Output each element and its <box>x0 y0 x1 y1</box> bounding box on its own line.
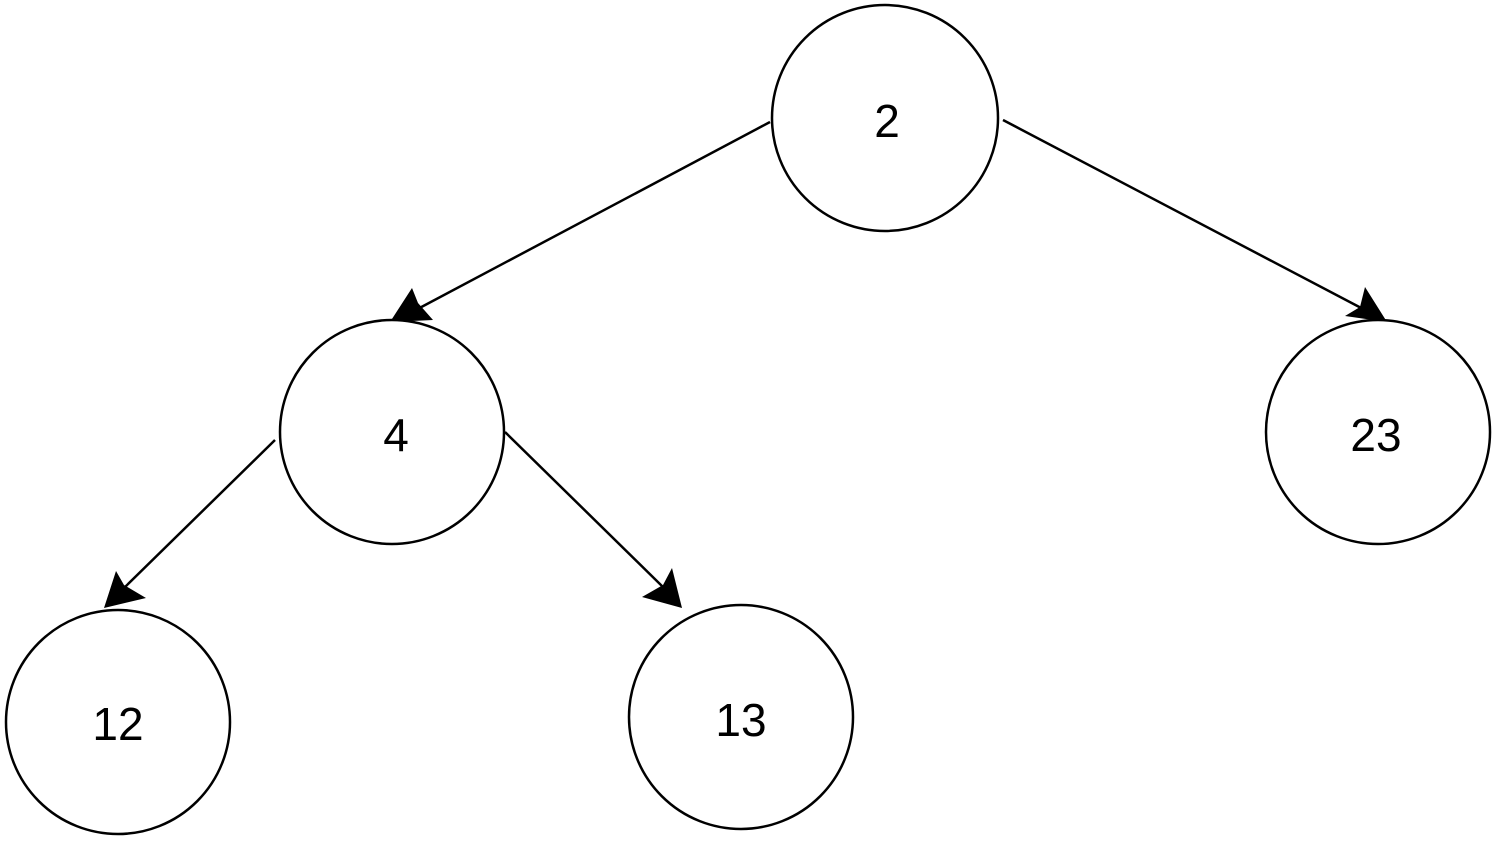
node-label: 2 <box>874 95 900 147</box>
node-circle <box>278 318 506 546</box>
node-label: 13 <box>715 694 766 746</box>
tree-node-13: 13 <box>627 603 855 831</box>
tree-node-2: 2 <box>770 3 1000 233</box>
node-circle <box>1264 318 1492 546</box>
arrowhead-2-to-23 <box>1345 287 1387 322</box>
node-circle <box>770 3 1000 233</box>
edge-2-to-4 <box>411 120 771 314</box>
tree-node-23: 23 <box>1264 318 1492 546</box>
node-label: 12 <box>92 698 143 750</box>
arrowhead-4-to-13 <box>642 568 682 608</box>
nodes: 2 4 23 12 13 <box>4 3 1492 836</box>
arrowhead-2-to-4 <box>390 288 433 322</box>
node-circle <box>4 608 232 836</box>
node-label: 4 <box>383 409 409 461</box>
edge-2-to-23 <box>1002 118 1366 312</box>
arrowhead-4-to-12 <box>104 571 146 608</box>
edge-4-to-13 <box>504 431 665 589</box>
tree-node-4: 4 <box>278 318 506 546</box>
tree-node-12: 12 <box>4 608 232 836</box>
edge-4-to-12 <box>123 439 276 589</box>
node-label: 23 <box>1350 409 1401 461</box>
node-circle <box>627 603 855 831</box>
edges <box>104 118 1387 608</box>
